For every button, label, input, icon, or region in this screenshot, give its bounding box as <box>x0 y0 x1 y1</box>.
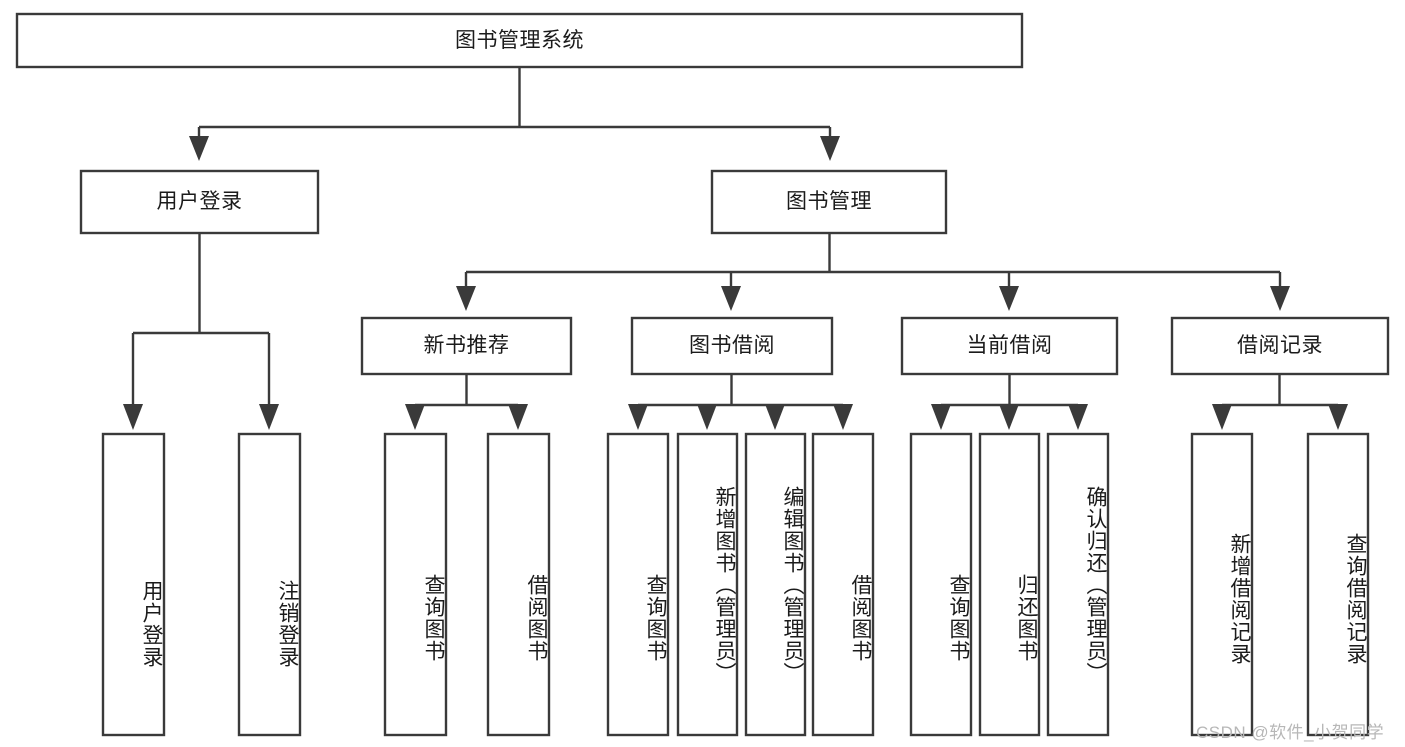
node-leaf-box[interactable] <box>978 432 1041 737</box>
arrowhead-book-borrow-3 <box>765 404 785 430</box>
arrowhead-level2-1 <box>189 136 209 161</box>
node-root-box[interactable] <box>15 12 1024 69</box>
node-leaf-box[interactable] <box>1306 432 1370 737</box>
arrowhead-book-borrow-4 <box>833 404 853 430</box>
arrowhead-user-login-2 <box>259 404 279 430</box>
node-current-borrow-box[interactable] <box>900 316 1119 376</box>
arrowhead-level3-2 <box>721 286 741 311</box>
arrowhead-current-borrow-1 <box>931 404 951 430</box>
arrowhead-current-borrow-2 <box>999 404 1019 430</box>
arrowhead-borrow-record-2 <box>1328 404 1348 430</box>
arrowhead-borrow-record-1 <box>1212 404 1232 430</box>
node-leaf-box[interactable] <box>1190 432 1254 737</box>
node-borrow-record-box[interactable] <box>1170 316 1390 376</box>
arrowhead-level3-1 <box>456 286 476 311</box>
arrowhead-level3-3 <box>999 286 1019 311</box>
node-leaf-box[interactable] <box>486 432 551 737</box>
node-book-borrow-box[interactable] <box>630 316 834 376</box>
node-book-management-box[interactable] <box>710 169 948 235</box>
node-leaf-box[interactable] <box>101 432 166 737</box>
node-leaf-box[interactable] <box>1046 432 1110 737</box>
node-leaf-box[interactable] <box>744 432 807 737</box>
node-leaf-box[interactable] <box>383 432 448 737</box>
node-leaf-box[interactable] <box>606 432 670 737</box>
arrowhead-level3-4 <box>1270 286 1290 311</box>
node-user-login-box[interactable] <box>79 169 320 235</box>
arrowhead-book-borrow-2 <box>697 404 717 430</box>
node-leaf-box[interactable] <box>676 432 739 737</box>
arrowhead-level2-2 <box>820 136 840 161</box>
arrowhead-new-book-2 <box>508 404 528 430</box>
arrowhead-new-book-1 <box>405 404 425 430</box>
arrowhead-book-borrow-1 <box>628 404 648 430</box>
node-new-book-recommend-box[interactable] <box>360 316 573 376</box>
arrowhead-user-login-1 <box>123 404 143 430</box>
node-leaf-box[interactable] <box>811 432 875 737</box>
node-leaf-box[interactable] <box>237 432 302 737</box>
node-leaf-box[interactable] <box>909 432 973 737</box>
arrowhead-current-borrow-3 <box>1068 404 1088 430</box>
